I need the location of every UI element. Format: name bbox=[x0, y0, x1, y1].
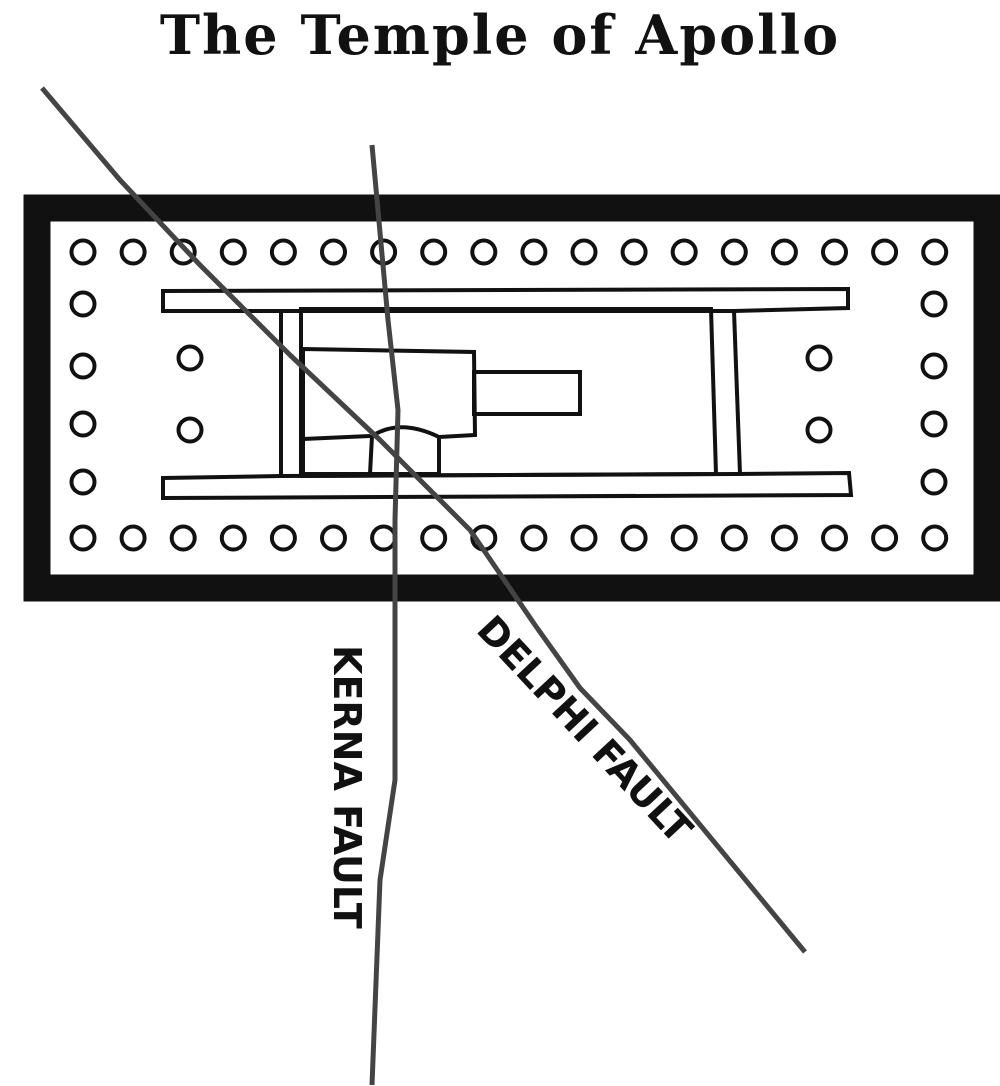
kerna-fault-label: KERNA FAULT bbox=[325, 645, 369, 929]
delphi-fault-line bbox=[40, 86, 807, 954]
column bbox=[169, 524, 197, 552]
column bbox=[69, 410, 97, 438]
cella bbox=[161, 286, 854, 501]
column bbox=[370, 524, 398, 552]
column bbox=[871, 524, 899, 552]
column bbox=[620, 524, 648, 552]
column bbox=[269, 238, 297, 266]
column bbox=[871, 238, 899, 266]
column bbox=[720, 238, 748, 266]
column bbox=[69, 352, 97, 380]
adyton-divider bbox=[302, 434, 371, 441]
column bbox=[821, 238, 848, 266]
kerna-fault-line bbox=[369, 144, 401, 1086]
pronaos-column bbox=[176, 416, 204, 444]
column bbox=[570, 238, 598, 266]
column bbox=[420, 524, 448, 552]
column bbox=[470, 238, 498, 266]
column bbox=[119, 524, 147, 552]
column bbox=[69, 238, 97, 266]
column bbox=[219, 524, 247, 552]
column bbox=[770, 238, 798, 266]
column bbox=[920, 468, 948, 496]
column bbox=[420, 238, 448, 266]
pronaos-column bbox=[176, 344, 204, 372]
column bbox=[219, 238, 247, 266]
opisthodomos-column bbox=[805, 416, 833, 444]
column bbox=[620, 238, 648, 266]
west-anta bbox=[163, 309, 283, 476]
diagram-title: The Temple of Apollo bbox=[159, 3, 841, 67]
column bbox=[69, 468, 97, 496]
column bbox=[770, 524, 798, 552]
adyton bbox=[301, 346, 478, 476]
column bbox=[921, 524, 949, 552]
column bbox=[570, 524, 598, 552]
peristyle-columns bbox=[69, 238, 949, 552]
column bbox=[921, 238, 949, 266]
column bbox=[920, 352, 948, 380]
column bbox=[69, 290, 97, 318]
delphi-fault-label: DELPHI FAULT bbox=[468, 607, 700, 852]
column bbox=[720, 524, 748, 552]
column bbox=[320, 238, 347, 266]
column bbox=[320, 524, 347, 552]
column bbox=[520, 238, 548, 266]
column bbox=[920, 290, 948, 318]
column bbox=[169, 238, 197, 266]
column bbox=[520, 524, 548, 552]
column bbox=[269, 524, 297, 552]
column bbox=[670, 238, 698, 266]
column bbox=[69, 524, 97, 552]
column bbox=[821, 524, 848, 552]
adyton-extension bbox=[472, 370, 582, 416]
east-anta bbox=[732, 310, 742, 475]
column bbox=[119, 238, 147, 266]
column bbox=[920, 410, 948, 438]
cella-top-wall bbox=[161, 286, 850, 313]
naos bbox=[299, 307, 719, 479]
opisthodomos-column bbox=[805, 344, 833, 372]
column bbox=[670, 524, 698, 552]
